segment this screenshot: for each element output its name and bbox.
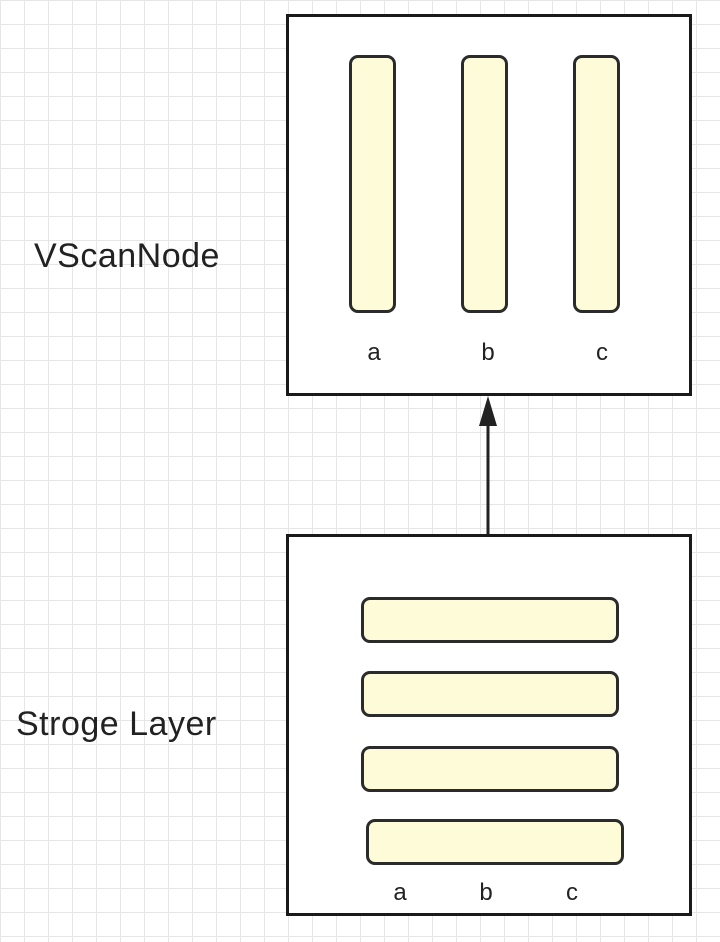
- storage-column-label-a: a: [393, 879, 407, 906]
- row-bar-4: [366, 819, 624, 865]
- column-label-b: b: [481, 339, 495, 366]
- column-bar-a: [349, 55, 396, 313]
- row-bar-1: [361, 597, 619, 643]
- column-bar-b: [461, 55, 508, 313]
- vscan-node-box: a b c: [286, 14, 692, 396]
- row-bar-2: [361, 671, 619, 717]
- row-bar-3: [361, 746, 619, 792]
- vscan-node-label: VScanNode: [34, 237, 220, 275]
- column-bar-c: [573, 55, 620, 313]
- column-label-c: c: [596, 339, 608, 366]
- storage-layer-label: Stroge Layer: [16, 705, 217, 743]
- storage-column-label-b: b: [479, 879, 493, 906]
- storage-layer-box: a b c: [286, 534, 692, 916]
- column-label-a: a: [367, 339, 381, 366]
- storage-column-label-c: c: [566, 879, 578, 906]
